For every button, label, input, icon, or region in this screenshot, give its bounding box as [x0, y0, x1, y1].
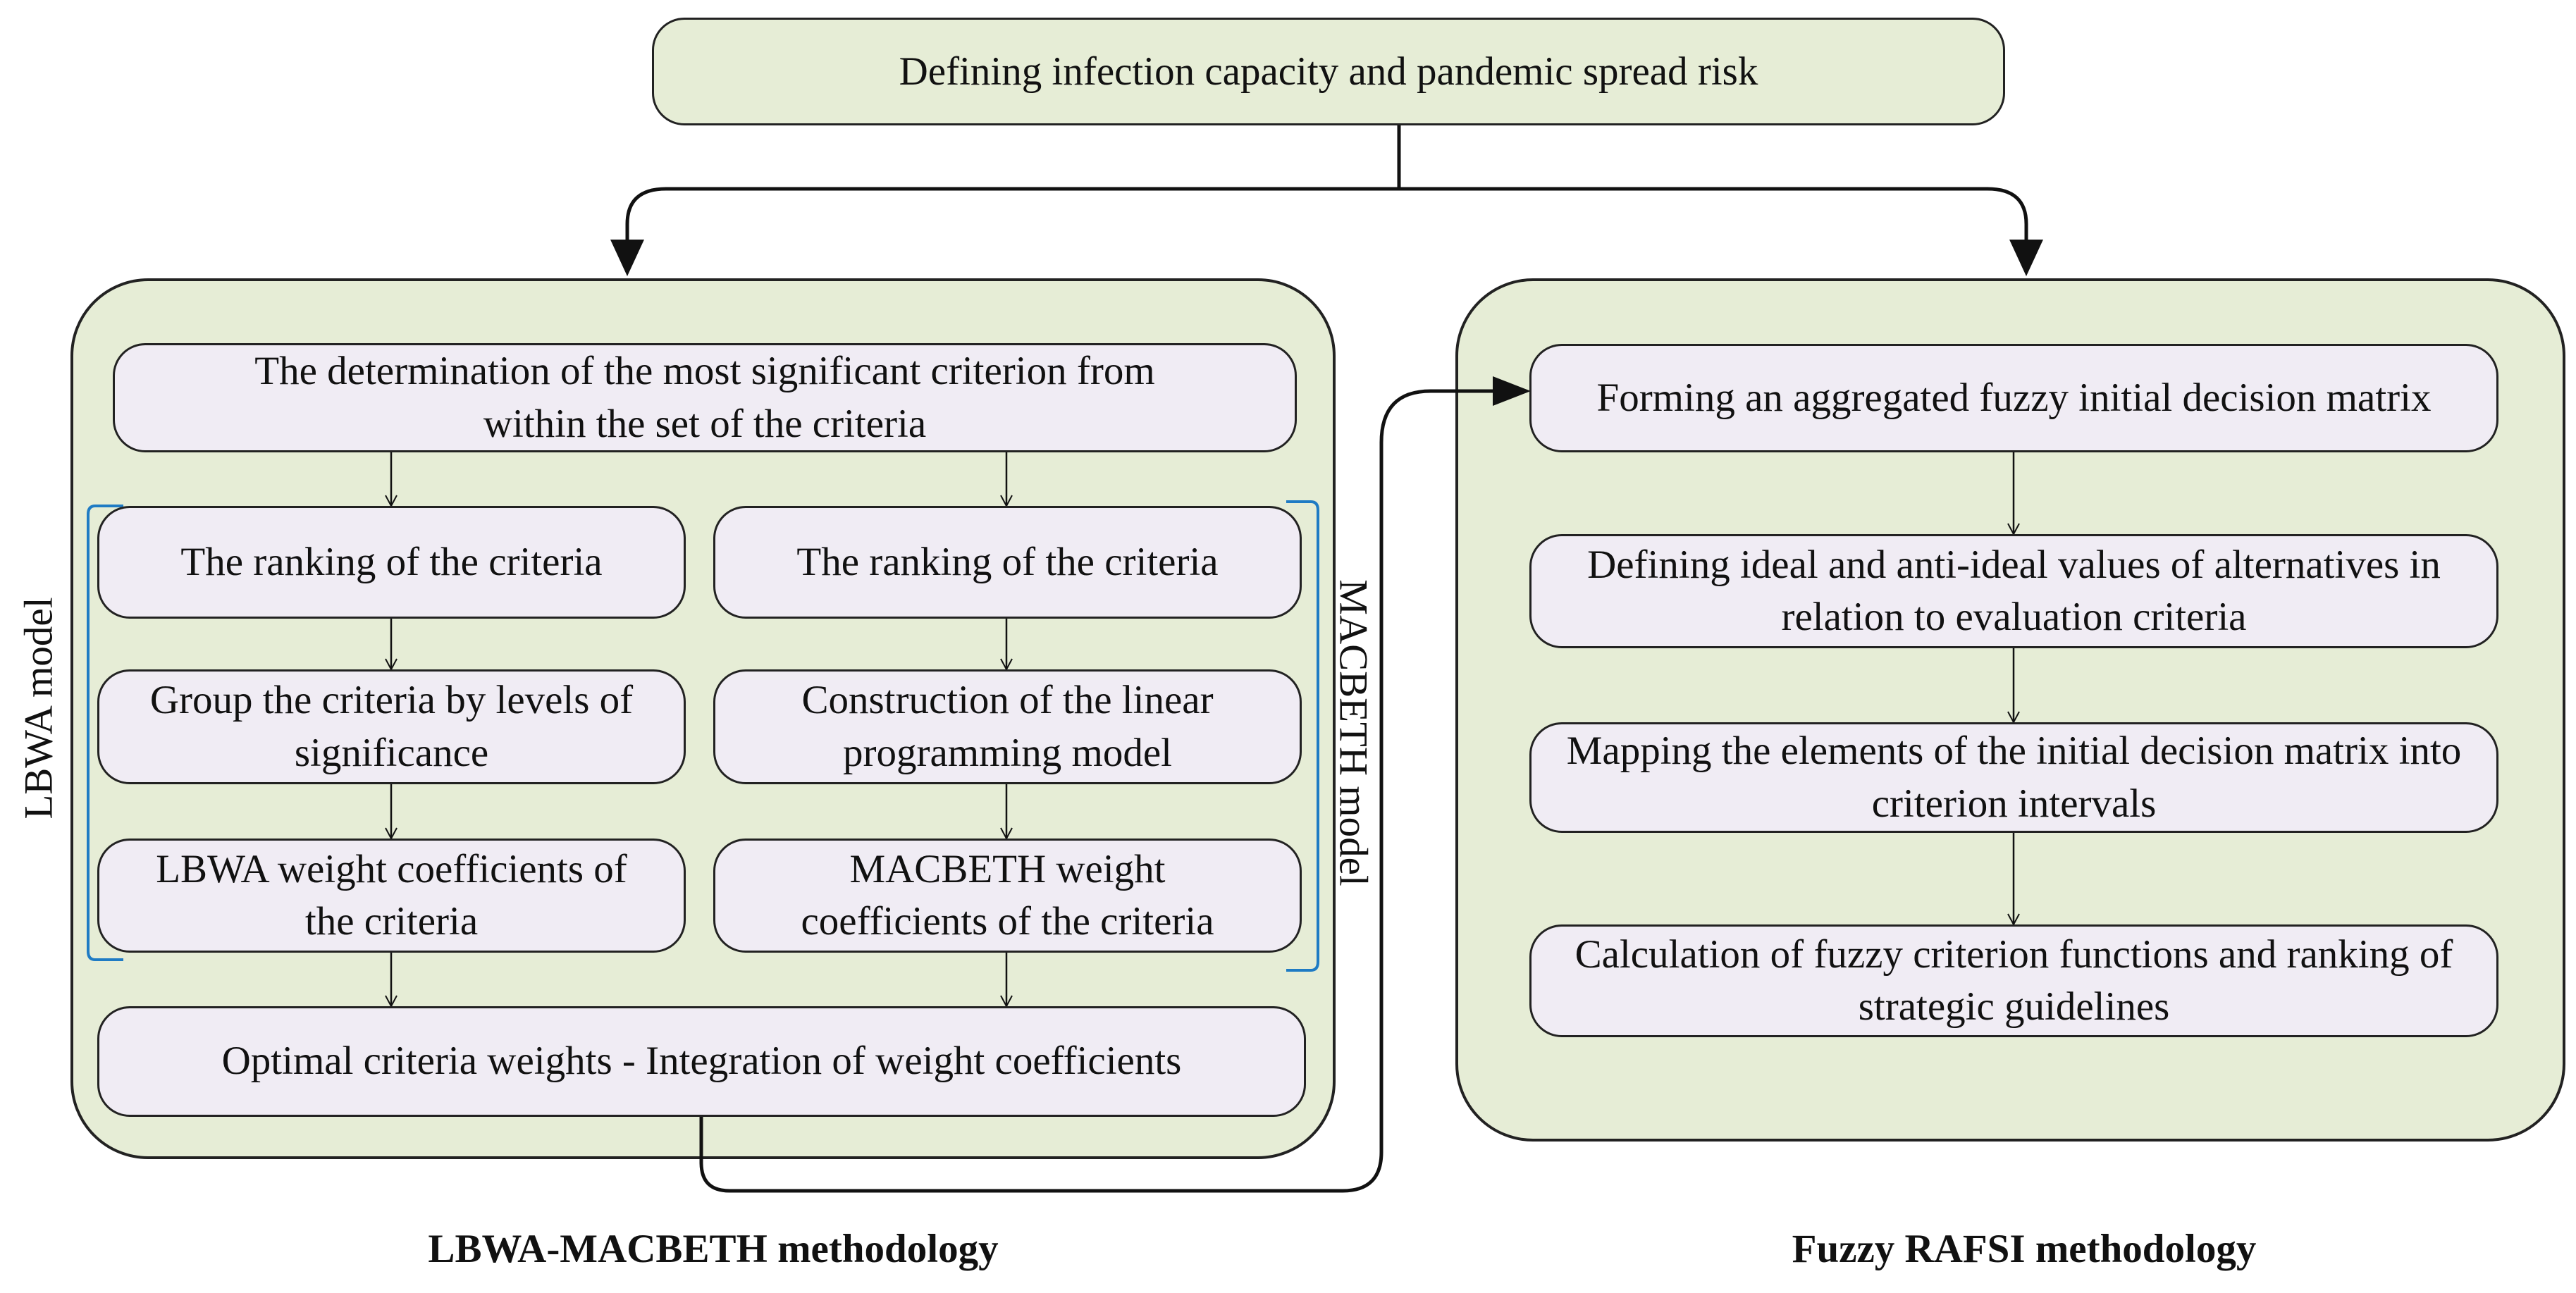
arrow-to-left-panel	[610, 240, 644, 276]
ideal-anti-ideal-box: Defining ideal and anti-ideal values of …	[1529, 534, 2498, 648]
lbwa-macbeth-caption: LBWA-MACBETH methodology	[428, 1227, 999, 1271]
most-significant-criterion-box: The determination of the most significan…	[113, 343, 1297, 452]
infection-capacity-box: Defining infection capacity and pandemic…	[652, 18, 2005, 125]
arrow-to-right-panel	[2009, 240, 2043, 276]
lbwa-weights-box: LBWA weight coefficients of the criteria	[97, 839, 686, 953]
fuzzy-rafsi-caption: Fuzzy RAFSI methodology	[1792, 1227, 2257, 1271]
lbwa-ranking-box: The ranking of the criteria	[97, 506, 686, 619]
optimal-weights-box: Optimal criteria weights - Integration o…	[97, 1006, 1306, 1117]
criterion-functions-box: Calculation of fuzzy criterion functions…	[1529, 924, 2498, 1037]
forming-matrix-box: Forming an aggregated fuzzy initial deci…	[1529, 344, 2498, 452]
top-split-connector	[625, 125, 2028, 240]
mapping-elements-box: Mapping the elements of the initial deci…	[1529, 722, 2498, 833]
lbwa-grouping-box: Group the criteria by levels of signific…	[97, 669, 686, 784]
macbeth-model-label: MACBETH model	[1331, 579, 1376, 886]
macbeth-ranking-box: The ranking of the criteria	[713, 506, 1302, 619]
macbeth-weights-box: MACBETH weight coefficients of the crite…	[713, 839, 1302, 953]
macbeth-lp-model-box: Construction of the linear programming m…	[713, 669, 1302, 784]
lbwa-model-label: LBWA model	[16, 597, 61, 819]
